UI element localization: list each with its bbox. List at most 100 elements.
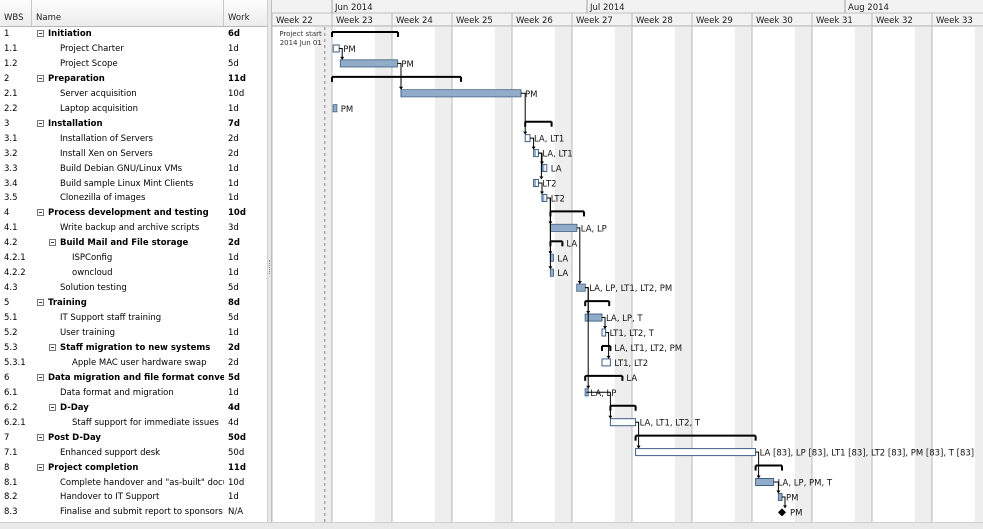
task-resource-label: PM (343, 45, 355, 55)
collapse-toggle-icon[interactable] (37, 433, 44, 441)
collapse-toggle-icon[interactable] (49, 403, 56, 411)
task-bar (524, 134, 531, 143)
collapse-toggle-icon[interactable] (49, 239, 56, 247)
wbs-cell: 5.1 (4, 313, 18, 324)
weekend-shade (794, 27, 812, 528)
column-header-work[interactable]: Work (228, 13, 250, 23)
work-cell: 2d (228, 238, 240, 249)
collapse-toggle-icon[interactable] (37, 209, 44, 217)
work-cell: 5d (228, 283, 239, 294)
task-name-cell: User training (60, 328, 116, 338)
task-name-cell: Project Charter (60, 43, 124, 54)
collapse-toggle-icon[interactable] (37, 119, 44, 127)
task-bar (332, 44, 340, 53)
column-header-wbs[interactable]: WBS (0, 0, 32, 26)
dependency-link (605, 332, 610, 358)
dependency-arrow-icon (636, 445, 641, 449)
task-name-cell: Installation (48, 118, 103, 129)
task-resource-label: LA, LT1 (542, 150, 572, 160)
work-cell: 1d (228, 103, 239, 114)
task-name-cell: Enhanced support desk (60, 447, 161, 458)
wbs-cell: 1.2 (4, 58, 18, 69)
column-header-name[interactable]: Name (32, 0, 224, 26)
weekend-shade (674, 27, 692, 528)
task-name-cell: Preparation (48, 73, 105, 84)
task-resource-label: PM (790, 508, 802, 518)
work-cell: 5d (228, 372, 240, 383)
work-cell: N/A (228, 507, 244, 518)
week-label: Week 32 (876, 16, 913, 26)
task-name-cell: Apple MAC user hardware swap (72, 357, 207, 368)
dependency-link (576, 227, 581, 284)
dependency-arrow-icon (548, 266, 553, 270)
collapse-toggle-icon[interactable] (37, 299, 44, 307)
dependency-arrow-icon (606, 355, 611, 359)
collapse-toggle-icon[interactable] (37, 74, 44, 82)
collapse-toggle-icon[interactable] (37, 373, 44, 381)
dependency-arrow-icon (539, 176, 544, 180)
dependency-link (521, 92, 526, 134)
wbs-cell: 3.1 (4, 133, 18, 144)
work-cell: 8d (228, 298, 240, 309)
dependency-arrow-icon (531, 146, 536, 150)
work-cell: 2d (228, 357, 239, 368)
task-resource-label: LT2 (551, 194, 565, 204)
task-bar-progress (333, 105, 337, 112)
dependency-arrow-icon (608, 415, 613, 419)
collapse-toggle-icon[interactable] (37, 30, 44, 37)
task-name-cell: Post D-Day (48, 432, 101, 443)
table-row[interactable]: 5.2 User training 1d (0, 326, 267, 341)
dependency-arrow-icon (523, 131, 528, 135)
task-name-cell: Clonezilla of images (60, 193, 146, 204)
collapse-toggle-icon[interactable] (37, 463, 44, 471)
task-bar (601, 358, 611, 367)
horizontal-scrollbar[interactable] (0, 522, 983, 529)
task-resource-label: LA, LT1, LT2, T (640, 419, 701, 429)
task-bar-progress (542, 194, 545, 201)
weekend-shade (374, 27, 392, 528)
work-cell: 1d (228, 328, 239, 338)
wbs-cell: 5.2 (4, 328, 18, 338)
task-name-cell: Initiation (48, 29, 92, 39)
task-bar (609, 418, 637, 427)
dependency-link (546, 197, 551, 269)
work-cell: 10d (228, 208, 246, 219)
collapse-toggle-icon[interactable] (49, 343, 56, 351)
task-name-cell: IT Support staff training (60, 313, 162, 324)
dependency-link (773, 481, 779, 493)
dependency-link (530, 137, 535, 149)
